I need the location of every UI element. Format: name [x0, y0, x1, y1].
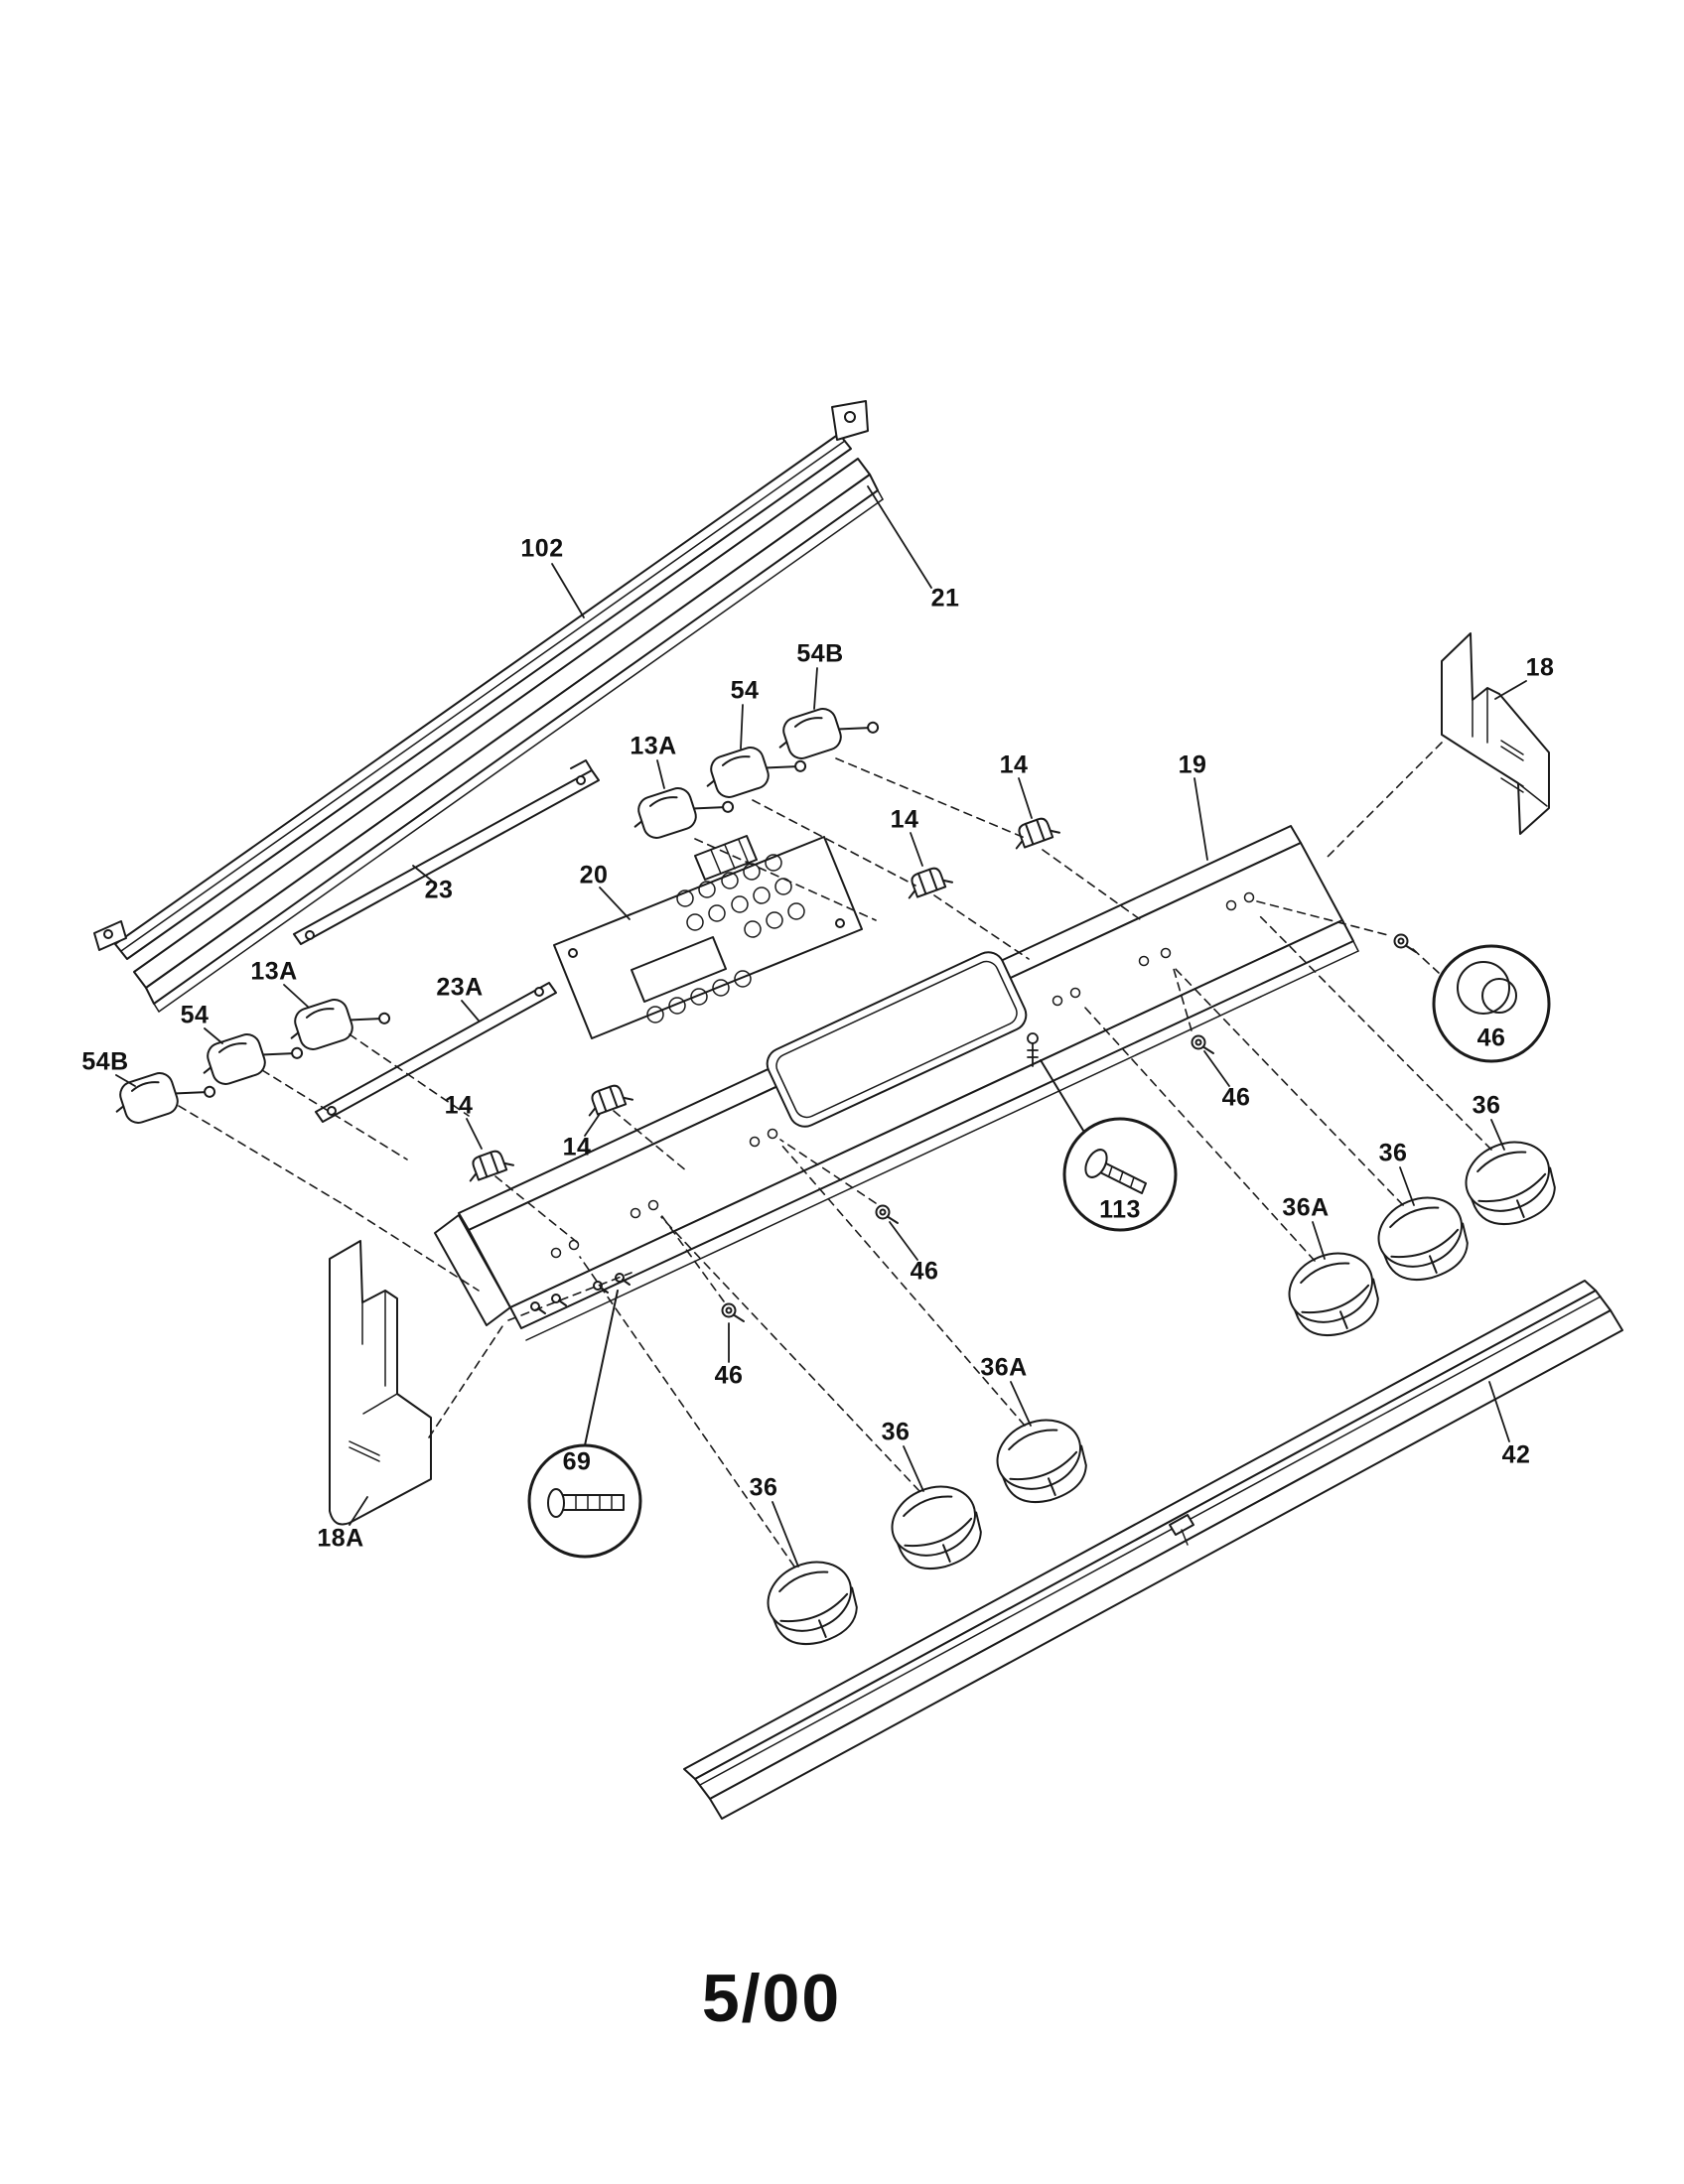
- part-label-21: 21: [930, 584, 960, 613]
- part-label-13a-left: 13A: [250, 957, 298, 986]
- part-label-14-c: 14: [444, 1091, 474, 1120]
- part-label-19: 19: [1178, 751, 1207, 779]
- mounting-strip-23a: [315, 982, 557, 1123]
- lower-trim-42: [683, 1280, 1623, 1820]
- clip-14-b: [901, 862, 954, 901]
- date-code: 5/00: [701, 1961, 842, 2036]
- screw-46-c: [721, 1302, 745, 1322]
- part-label-54b-top: 54B: [796, 639, 844, 668]
- label-leader-lines: [115, 485, 1527, 1568]
- knob-36-b: [1367, 1184, 1478, 1294]
- part-label-14-b: 14: [890, 805, 919, 834]
- part-label-54-left: 54: [180, 1001, 210, 1029]
- knob-36-d: [757, 1549, 868, 1658]
- part-label-102: 102: [520, 534, 564, 563]
- part-label-14-d: 14: [562, 1133, 592, 1161]
- upper-rail-21: [133, 458, 884, 1013]
- screw-46-a: [1191, 1034, 1214, 1054]
- mounting-strip-23: [293, 759, 600, 945]
- detail-circle-113: [1040, 1059, 1178, 1232]
- knob-36a-b: [986, 1407, 1097, 1516]
- part-label-36-b: 36: [1378, 1139, 1408, 1167]
- part-label-54b-left: 54B: [81, 1047, 129, 1076]
- valve-stem-54b-top: [772, 692, 882, 765]
- part-label-36a-a: 36A: [1282, 1193, 1330, 1222]
- knob-36-c: [881, 1473, 992, 1582]
- clip-14-d: [581, 1079, 634, 1119]
- knob-36a-a: [1278, 1240, 1389, 1349]
- detail-circle-69: [527, 1290, 642, 1559]
- part-label-54-top: 54: [730, 676, 760, 705]
- part-label-23: 23: [424, 876, 454, 904]
- part-label-46-detail: 46: [1476, 1024, 1506, 1052]
- part-label-13a-top: 13A: [630, 732, 677, 760]
- part-label-69: 69: [562, 1447, 592, 1476]
- part-label-113: 113: [1099, 1195, 1141, 1224]
- part-label-36-a: 36: [1472, 1091, 1501, 1120]
- clip-14-a: [1008, 812, 1061, 852]
- control-board-20: [553, 835, 863, 1039]
- part-label-46-c: 46: [714, 1361, 744, 1390]
- control-panel-19: [434, 825, 1359, 1341]
- knob-36-a: [1455, 1129, 1566, 1238]
- part-label-18a: 18A: [317, 1524, 364, 1553]
- part-label-14-a: 14: [999, 751, 1029, 779]
- part-label-36-c: 36: [881, 1418, 911, 1446]
- detail-circle-46: [1432, 944, 1551, 1063]
- part-label-46-a: 46: [1221, 1083, 1251, 1112]
- panel-screw-113: [1027, 1032, 1039, 1067]
- valve-stem-13a-left: [283, 983, 393, 1056]
- part-label-46-b: 46: [910, 1257, 939, 1286]
- valve-stem-54-left: [196, 1018, 306, 1091]
- clip-14-c: [462, 1145, 515, 1184]
- part-label-36-d: 36: [749, 1473, 778, 1502]
- bracket-18a: [329, 1240, 432, 1526]
- part-label-23a: 23A: [436, 973, 484, 1002]
- part-label-42: 42: [1501, 1440, 1531, 1469]
- screw-46-b: [875, 1204, 899, 1224]
- upper-rail-102: [93, 400, 869, 960]
- dashed-leader-lines: [178, 742, 1492, 1568]
- part-label-36a-b: 36A: [980, 1353, 1028, 1382]
- part-label-20: 20: [579, 861, 609, 889]
- part-label-18: 18: [1525, 653, 1555, 682]
- bracket-18: [1441, 632, 1550, 835]
